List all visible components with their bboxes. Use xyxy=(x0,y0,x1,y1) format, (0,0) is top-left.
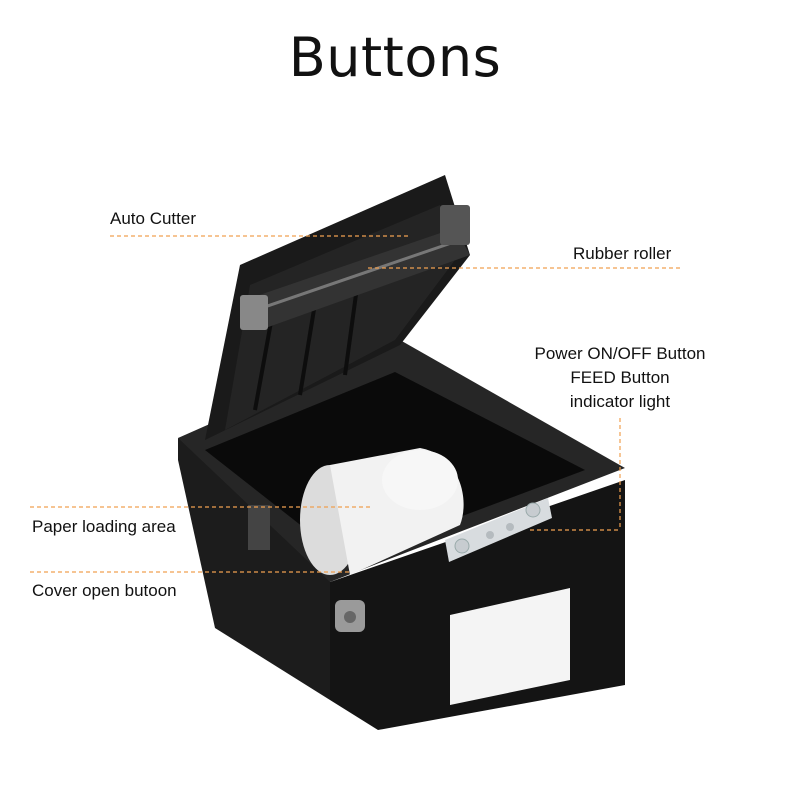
front-label xyxy=(450,588,570,705)
page-title: Buttons xyxy=(288,26,502,89)
label-cover-open-button: Cover open butoon xyxy=(32,581,177,600)
leader-lines xyxy=(30,235,682,573)
control-panel xyxy=(445,498,552,562)
label-paper-loading-area: Paper loading area xyxy=(32,517,176,536)
label-power-button: Power ON/OFF Button xyxy=(534,344,706,363)
label-feed-button: FEED Button xyxy=(570,368,670,387)
label-indicator-light: indicator light xyxy=(569,392,671,411)
cutter-gear-right xyxy=(440,205,470,245)
indicator-light-icon xyxy=(506,523,514,531)
cutter-gear-left xyxy=(240,295,268,330)
rubber-roller xyxy=(245,228,470,330)
power-button-icon xyxy=(454,538,470,554)
label-control-buttons: Power ON/OFF Button FEED Button indicato… xyxy=(520,342,720,414)
label-auto-cutter: Auto Cutter xyxy=(110,209,196,228)
label-rubber-roller: Rubber roller xyxy=(573,244,672,263)
printer-side-face xyxy=(178,438,330,700)
feed-button-icon xyxy=(486,531,494,539)
